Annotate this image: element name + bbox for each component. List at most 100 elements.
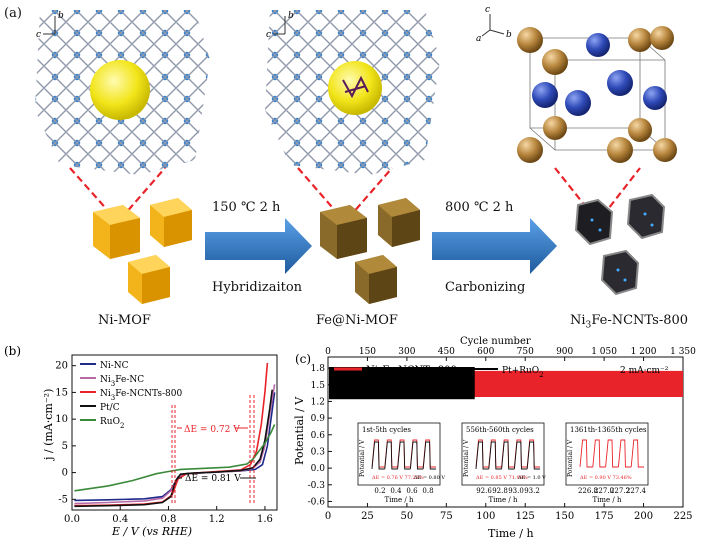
inset-cycle-line <box>422 441 436 470</box>
inset-note-left: ΔE = 0.76 V 77.23% <box>372 475 424 481</box>
y-tick-label: 1.8 <box>311 364 326 374</box>
inset-ylabel: Potential / V <box>567 439 574 477</box>
x-tick-label: 0.8 <box>161 514 177 525</box>
x2-tick-label: 0 <box>325 347 331 357</box>
step2-process: Carbonizing <box>445 280 526 295</box>
series-line-pt-c <box>74 389 273 508</box>
y-tick-label: 0.6 <box>311 431 326 441</box>
inset-x-tick: 0.6 <box>406 487 418 495</box>
ni3fe-ncnt-particles <box>574 193 666 296</box>
inset-cycle-line <box>630 439 644 468</box>
inset-xlabel: Time / h <box>592 496 621 504</box>
x2-tick-label: 1 350 <box>670 347 696 357</box>
current-density-label: 2 mA·cm⁻² <box>620 366 669 376</box>
inset-x-tick: 0.8 <box>422 487 433 495</box>
axis-glyph-3 <box>481 14 505 37</box>
legend-c-ni3fe: Ni3Fe-NCNTs-800 <box>366 365 457 379</box>
ni-mof-cubes <box>93 198 192 304</box>
y-tick-label: -0.6 <box>308 497 326 507</box>
chart-c-ylabel: Potential / V <box>293 396 306 465</box>
y-tick-label: 1.2 <box>311 397 325 407</box>
y-tick-label: 0.9 <box>311 414 326 424</box>
inset-cycle-line <box>513 441 528 470</box>
legend-ni3fe-nc: Ni3Fe-NC <box>100 375 144 388</box>
axis-b-1: b <box>58 11 64 21</box>
mof-framework-1 <box>35 10 210 175</box>
x-tick-label: 0.4 <box>112 514 128 525</box>
panel-a-schematic: b c b c c b a <box>35 5 677 304</box>
axis-a-3: a <box>476 34 481 44</box>
y-tick-label: 15 <box>55 387 68 398</box>
axis-glyph-1 <box>43 16 56 35</box>
pore-sphere-1 <box>90 60 150 120</box>
x-tick-label: 225 <box>673 511 692 522</box>
x-tick-label: 200 <box>634 511 653 522</box>
inset-cycle-line <box>617 439 632 468</box>
axis-glyph-2 <box>273 16 286 35</box>
y-tick-label: 1.5 <box>311 381 326 391</box>
material-label-fe-ni-mof: Fe@Ni-MOF <box>316 313 398 328</box>
y-tick-label: 0 <box>62 468 68 479</box>
x-tick-label: 0 <box>325 511 331 522</box>
annotation-delta-e-072: ΔE = 0.72 V <box>184 425 240 435</box>
inset-cycle-line <box>592 439 606 468</box>
step1-process: Hybridizaiton <box>212 280 303 295</box>
inset-x-tick: 93.0 <box>508 487 524 495</box>
inset-x-tick: 92.8 <box>492 487 508 495</box>
inset-cycle-line <box>488 441 502 470</box>
chart-b-legend: Ni-NC Ni3Fe-NC Ni3Fe-NCNTs-800 Pt/C RuO2 <box>80 361 182 430</box>
x-tick-label: 25 <box>361 511 374 522</box>
inset-ylabel: Potential / V <box>463 439 470 477</box>
inset-cycle-line <box>501 441 515 470</box>
y-tick-label: -5 <box>58 494 68 505</box>
inset-xlabel: Time / h <box>384 496 413 504</box>
x-tick-label: 125 <box>516 511 535 522</box>
x2-tick-label: 1 050 <box>591 347 617 357</box>
material-label-ni3fe-ncnts: Ni3Fe-NCNTs-800 <box>570 313 689 331</box>
panel-c-label: (c) <box>295 352 311 366</box>
y-tick-label: 20 <box>55 361 68 372</box>
crystal-unit-cell <box>517 26 677 163</box>
legend-c-pt-ruo2: Pt+RuO2 <box>502 366 544 379</box>
inset-note-left: ΔE = 0.85 V 71.99% <box>476 475 528 481</box>
chart-c-frame <box>327 356 684 508</box>
y-tick-label: 5 <box>62 441 68 452</box>
inset-cycle-line <box>397 441 411 470</box>
chart-c-x2label: Cycle number <box>460 336 531 347</box>
x2-tick-label: 150 <box>359 347 376 357</box>
chart-c-bands <box>329 367 683 400</box>
arrow-hybridization <box>205 218 312 274</box>
legend-ni3fe-ncnts: Ni3Fe-NCNTs-800 <box>100 389 182 402</box>
inset-cycle-line <box>371 441 385 470</box>
inset-cycle-line <box>384 441 398 470</box>
inset-x-tick: 0.4 <box>390 487 402 495</box>
x-tick-label: 1.6 <box>257 514 273 525</box>
arrow-carbonizing <box>432 218 557 274</box>
x-tick-label: 100 <box>476 511 495 522</box>
legend-pt-c: Pt/C <box>100 403 120 413</box>
y-tick-label: -0.3 <box>308 481 326 491</box>
y-tick-label: 0.0 <box>311 464 326 474</box>
inset-cycle-line <box>579 439 593 468</box>
fe-ni-mof-cubes <box>320 198 420 304</box>
inset-title: 1st-5th cycles <box>362 426 411 434</box>
inset-x-tick: 227.4 <box>626 487 647 495</box>
x-tick-label: 50 <box>401 511 414 522</box>
x-tick-label: 175 <box>595 511 614 522</box>
inset-cycle-line <box>475 441 489 470</box>
axis-b-2: b <box>288 11 294 21</box>
panel-a-label: (a) <box>4 6 22 21</box>
inset-ylabel: Potential / V <box>359 439 366 477</box>
material-label-ni-mof: Ni-MOF <box>98 313 151 328</box>
inset-cycle-line <box>605 439 619 468</box>
chart-c-xlabel: Time / h <box>488 527 534 540</box>
x-tick-label: 75 <box>440 511 453 522</box>
x-tick-label: 0.0 <box>64 514 80 525</box>
legend-ni-nc: Ni-NC <box>100 361 129 371</box>
chart-c-legend: Ni3Fe-NCNTs-800 Pt+RuO2 <box>334 365 544 379</box>
mof-framework-2 <box>265 10 440 175</box>
x2-tick-label: 600 <box>477 347 494 357</box>
axis-c-1: c <box>36 30 41 40</box>
